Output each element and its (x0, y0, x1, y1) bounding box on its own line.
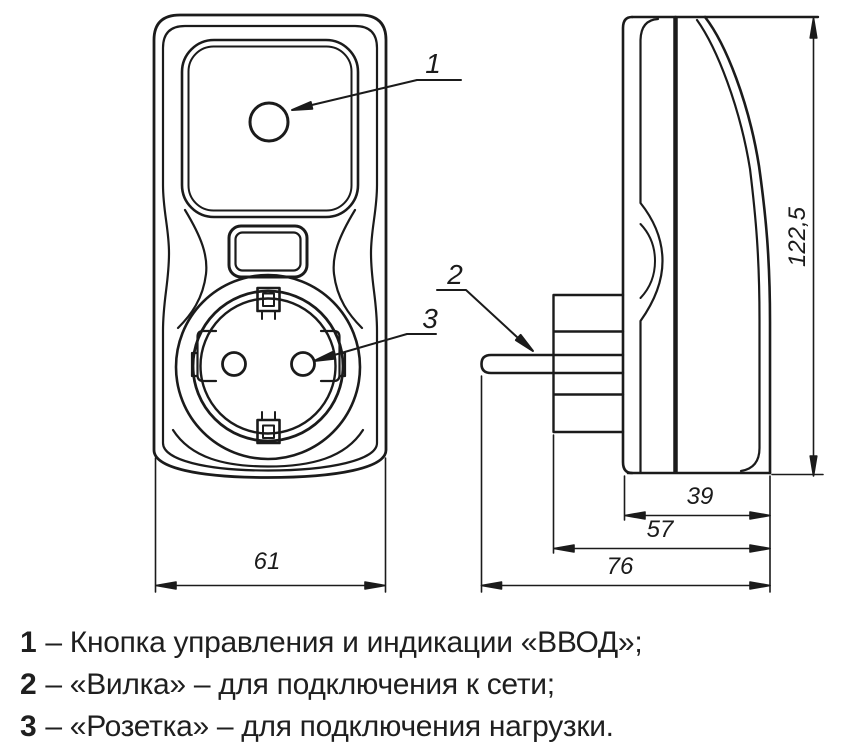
side-front-profile-inner (695, 18, 761, 473)
drawing-canvas: 1 2 3 61 122,5 39 57 76 (152, 13, 824, 593)
display-window-outer (227, 224, 309, 279)
arrowhead (553, 544, 575, 553)
arrowhead (809, 17, 818, 39)
ground-clip-top-inner (262, 292, 275, 307)
callout-1-label: 1 (425, 48, 441, 79)
front-outer-outline (152, 13, 388, 479)
front-view (152, 13, 388, 479)
legend-item-plug: 2– «Вилка» – для подключения к сети; (20, 664, 841, 706)
dim-height-value: 122,5 (784, 206, 811, 267)
arrowhead (624, 511, 646, 520)
display-window-inner (234, 231, 302, 272)
dimension-body-depth (623, 475, 771, 593)
side-view (480, 15, 820, 475)
legend: 1– Кнопка управления и индикации «ВВОД»;… (0, 614, 841, 748)
callout-3-leader (316, 333, 437, 361)
legend-item-number: 2 (20, 668, 37, 701)
extension-lines (623, 475, 771, 593)
control-button (248, 101, 290, 143)
side-back-face (621, 15, 634, 475)
side-inner-line (639, 17, 664, 474)
side-front-profile-outer (703, 15, 772, 475)
arrowhead (155, 581, 177, 590)
top-panel-inner (187, 45, 353, 212)
faceplate-bottom-arc (171, 428, 365, 468)
socket-ring (174, 273, 362, 461)
arrowhead (749, 544, 771, 553)
arrowhead (364, 581, 386, 590)
waist-curve-right (332, 208, 364, 330)
dimension-front-width (154, 457, 387, 593)
arrowhead (480, 581, 503, 590)
extension-lines (154, 457, 387, 593)
legend-item-text: – «Вилка» – для подключения к сети; (45, 668, 555, 701)
arrowhead (809, 455, 818, 477)
dimension-depth-with-base (552, 434, 771, 554)
callout-2-arrowhead (514, 333, 534, 352)
arrowhead (749, 511, 771, 520)
socket-recess-outer (191, 289, 345, 443)
callout-3-arrowhead (313, 351, 336, 362)
socket-recess-inner (199, 297, 337, 435)
plug-base (552, 293, 625, 434)
callout-3-label: 3 (422, 303, 438, 334)
socket (174, 273, 362, 461)
ground-clip-bottom-feet (261, 411, 276, 421)
plug-base-outline (552, 293, 625, 434)
legend-item-number: 1 (20, 626, 37, 659)
socket-notch-left (190, 329, 218, 383)
callout-2-label: 2 (446, 259, 463, 290)
callout-1-leader (294, 79, 462, 110)
front-inner-outline (161, 24, 379, 472)
ground-clip-bottom (256, 418, 281, 445)
top-panel-outer (180, 38, 360, 219)
dim-overall-depth-value: 76 (607, 553, 634, 580)
arrowhead (749, 581, 771, 590)
legend-item-socket: 3– «Розетка» – для подключения нагрузки. (20, 706, 841, 748)
ground-clip-bottom-inner (262, 424, 275, 439)
ground-clip-top (256, 286, 281, 313)
dim-depth-with-base-value: 57 (647, 516, 675, 543)
legend-item-text: – «Розетка» – для подключения нагрузки. (45, 710, 614, 743)
socket-hole-right (290, 351, 316, 377)
dimension-height (771, 17, 824, 477)
dimension-overall-depth (480, 375, 771, 593)
drawing-texts: 1 2 3 61 122,5 39 57 76 (254, 48, 811, 580)
dim-front-width-value: 61 (254, 548, 281, 575)
dim-body-depth-value: 39 (687, 483, 714, 510)
waist-curve-left (176, 208, 208, 330)
ground-clip-top-feet (261, 310, 276, 320)
socket-hole-left (221, 351, 247, 377)
legend-item-text: – Кнопка управления и индикации «ВВОД»; (45, 626, 643, 659)
legend-item-button: 1– Кнопка управления и индикации «ВВОД»; (20, 622, 841, 664)
legend-item-number: 3 (20, 710, 37, 743)
callout-2-leader (436, 289, 531, 350)
callout-1-arrowhead (291, 101, 314, 111)
plug-pin (480, 353, 555, 375)
callout-leaders (291, 79, 534, 362)
side-inner-bulge (639, 223, 656, 299)
